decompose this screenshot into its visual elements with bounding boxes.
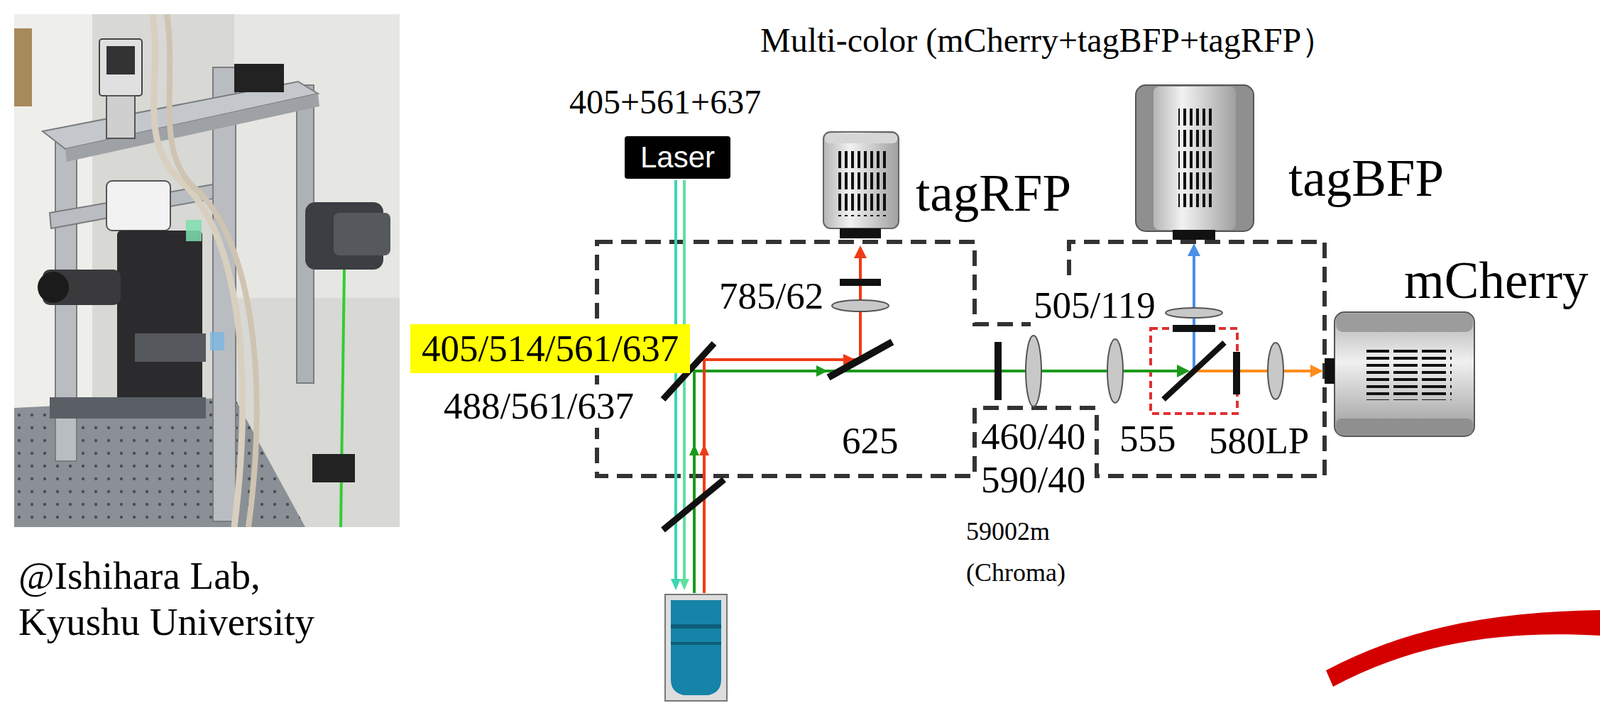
highlight-box: 405/514/561/637 bbox=[410, 324, 690, 374]
photo-credit: @Ishihara Lab, Kyushu University bbox=[18, 553, 345, 646]
camera: mCherry bbox=[1326, 312, 1475, 437]
camera-label: mCherry bbox=[1404, 254, 1589, 307]
filter-label: 590/40 bbox=[978, 458, 1089, 502]
light-beams bbox=[670, 180, 1324, 594]
diagram-title: Multi-color (mCherry+tagBFP+tagRFP） bbox=[760, 20, 1336, 60]
dichroic-label: 405/514/561/637 bbox=[421, 327, 679, 371]
lab-photo bbox=[14, 14, 400, 528]
logo-swoosh bbox=[1325, 610, 1600, 688]
filter-label: 785/62 bbox=[719, 274, 824, 319]
part-number: 59002m (Chroma) bbox=[966, 511, 1073, 594]
camera: tagRFP bbox=[821, 130, 901, 245]
camera-label: tagRFP bbox=[915, 163, 1072, 224]
optical-elements bbox=[662, 278, 1284, 531]
filter-label: 460/40 bbox=[981, 415, 1086, 459]
laser-lines: 405+561+637 bbox=[569, 82, 761, 122]
filter-label: 580LP bbox=[1208, 419, 1309, 463]
camera-label: tagBFP bbox=[1288, 149, 1444, 209]
camera-icons bbox=[823, 85, 1475, 437]
laser-box: Laser bbox=[624, 136, 731, 179]
dichroic-label: 625 bbox=[841, 419, 899, 463]
objective-lens bbox=[665, 594, 727, 702]
laser-label: Laser bbox=[640, 140, 715, 175]
dichroic-label: 555 bbox=[1119, 417, 1177, 461]
camera: tagBFP bbox=[1132, 83, 1256, 240]
dichroic-label: 488/561/637 bbox=[440, 384, 637, 429]
filter-label: 505/119 bbox=[1030, 283, 1159, 328]
